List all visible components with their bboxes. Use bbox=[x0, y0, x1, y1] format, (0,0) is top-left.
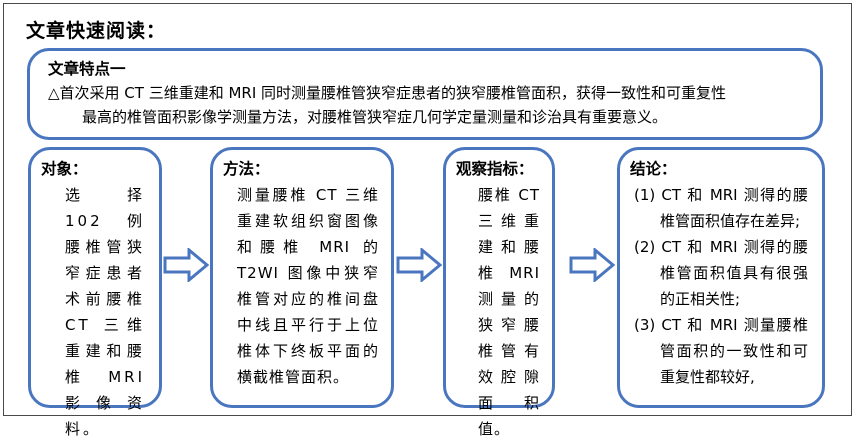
conclusion-body: (1) CT 和 MRI 测得的腰椎管面积值存在差异; (2) CT 和 MRI… bbox=[630, 182, 812, 390]
subject-box: 对象： 选择 102 例腰椎管狭窄症患者术前腰椎 CT 三维重建和腰椎 MRI … bbox=[28, 147, 162, 438]
conclusion-item: (3) CT 和 MRI 测量腰椎管面积的一致性和可重复性都较好, bbox=[634, 312, 808, 390]
features-line-1: △首次采用 CT 三维重建和 MRI 同时测量腰椎管狭窄症患者的狭窄腰椎管面积，… bbox=[48, 84, 727, 102]
subject-body: 选择 102 例腰椎管狭窄症患者术前腰椎 CT 三维重建和腰椎 MRI 影像资料… bbox=[65, 186, 145, 438]
conclusion-heading: 结论： bbox=[630, 160, 677, 178]
method-box: 方法： 测量腰椎 CT 三维重建软组织窗图像和腰椎 MRI 的 T2WI 图像中… bbox=[210, 147, 394, 408]
features-box: 文章特点一 △首次采用 CT 三维重建和 MRI 同时测量腰椎管狭窄症患者的狭窄… bbox=[27, 48, 823, 140]
subject-heading: 对象： bbox=[41, 160, 88, 178]
conclusion-box: 结论： (1) CT 和 MRI 测得的腰椎管面积值存在差异; (2) CT 和… bbox=[617, 147, 825, 408]
right-arrow-icon bbox=[569, 248, 615, 282]
page-title: 文章快速阅读： bbox=[26, 20, 167, 42]
outer-frame bbox=[3, 3, 852, 416]
indicator-box: 观察指标： 腰椎 CT 三维重建和腰椎 MRI 测量的狭窄腰椎管有效腔隙面积值。 bbox=[443, 147, 555, 438]
indicator-heading: 观察指标： bbox=[456, 160, 534, 178]
features-line-2: 最高的椎管面积影像学测量方法，对腰椎管狭窄症几何学定量测量和诊治具有重要意义。 bbox=[82, 108, 668, 126]
right-arrow-icon bbox=[163, 248, 209, 282]
right-arrow-icon bbox=[396, 248, 442, 282]
conclusion-item: (1) CT 和 MRI 测得的腰椎管面积值存在差异; bbox=[634, 182, 808, 234]
conclusion-item-1: (1) CT 和 MRI 测得的腰椎管面积值存在差异; bbox=[634, 186, 808, 230]
conclusion-item-3: (3) CT 和 MRI 测量腰椎管面积的一致性和可重复性都较好, bbox=[634, 316, 808, 386]
method-body: 测量腰椎 CT 三维重建软组织窗图像和腰椎 MRI 的 T2WI 图像中狭窄椎管… bbox=[237, 186, 379, 386]
method-heading: 方法： bbox=[223, 160, 270, 178]
conclusion-item: (2) CT 和 MRI 测得的腰椎管面积值具有很强的正相关性; bbox=[634, 234, 808, 312]
indicator-body: 腰椎 CT 三维重建和腰椎 MRI 测量的狭窄腰椎管有效腔隙面积值。 bbox=[478, 186, 540, 438]
conclusion-item-2: (2) CT 和 MRI 测得的腰椎管面积值具有很强的正相关性; bbox=[634, 238, 808, 308]
features-heading: 文章特点一 bbox=[48, 60, 126, 78]
